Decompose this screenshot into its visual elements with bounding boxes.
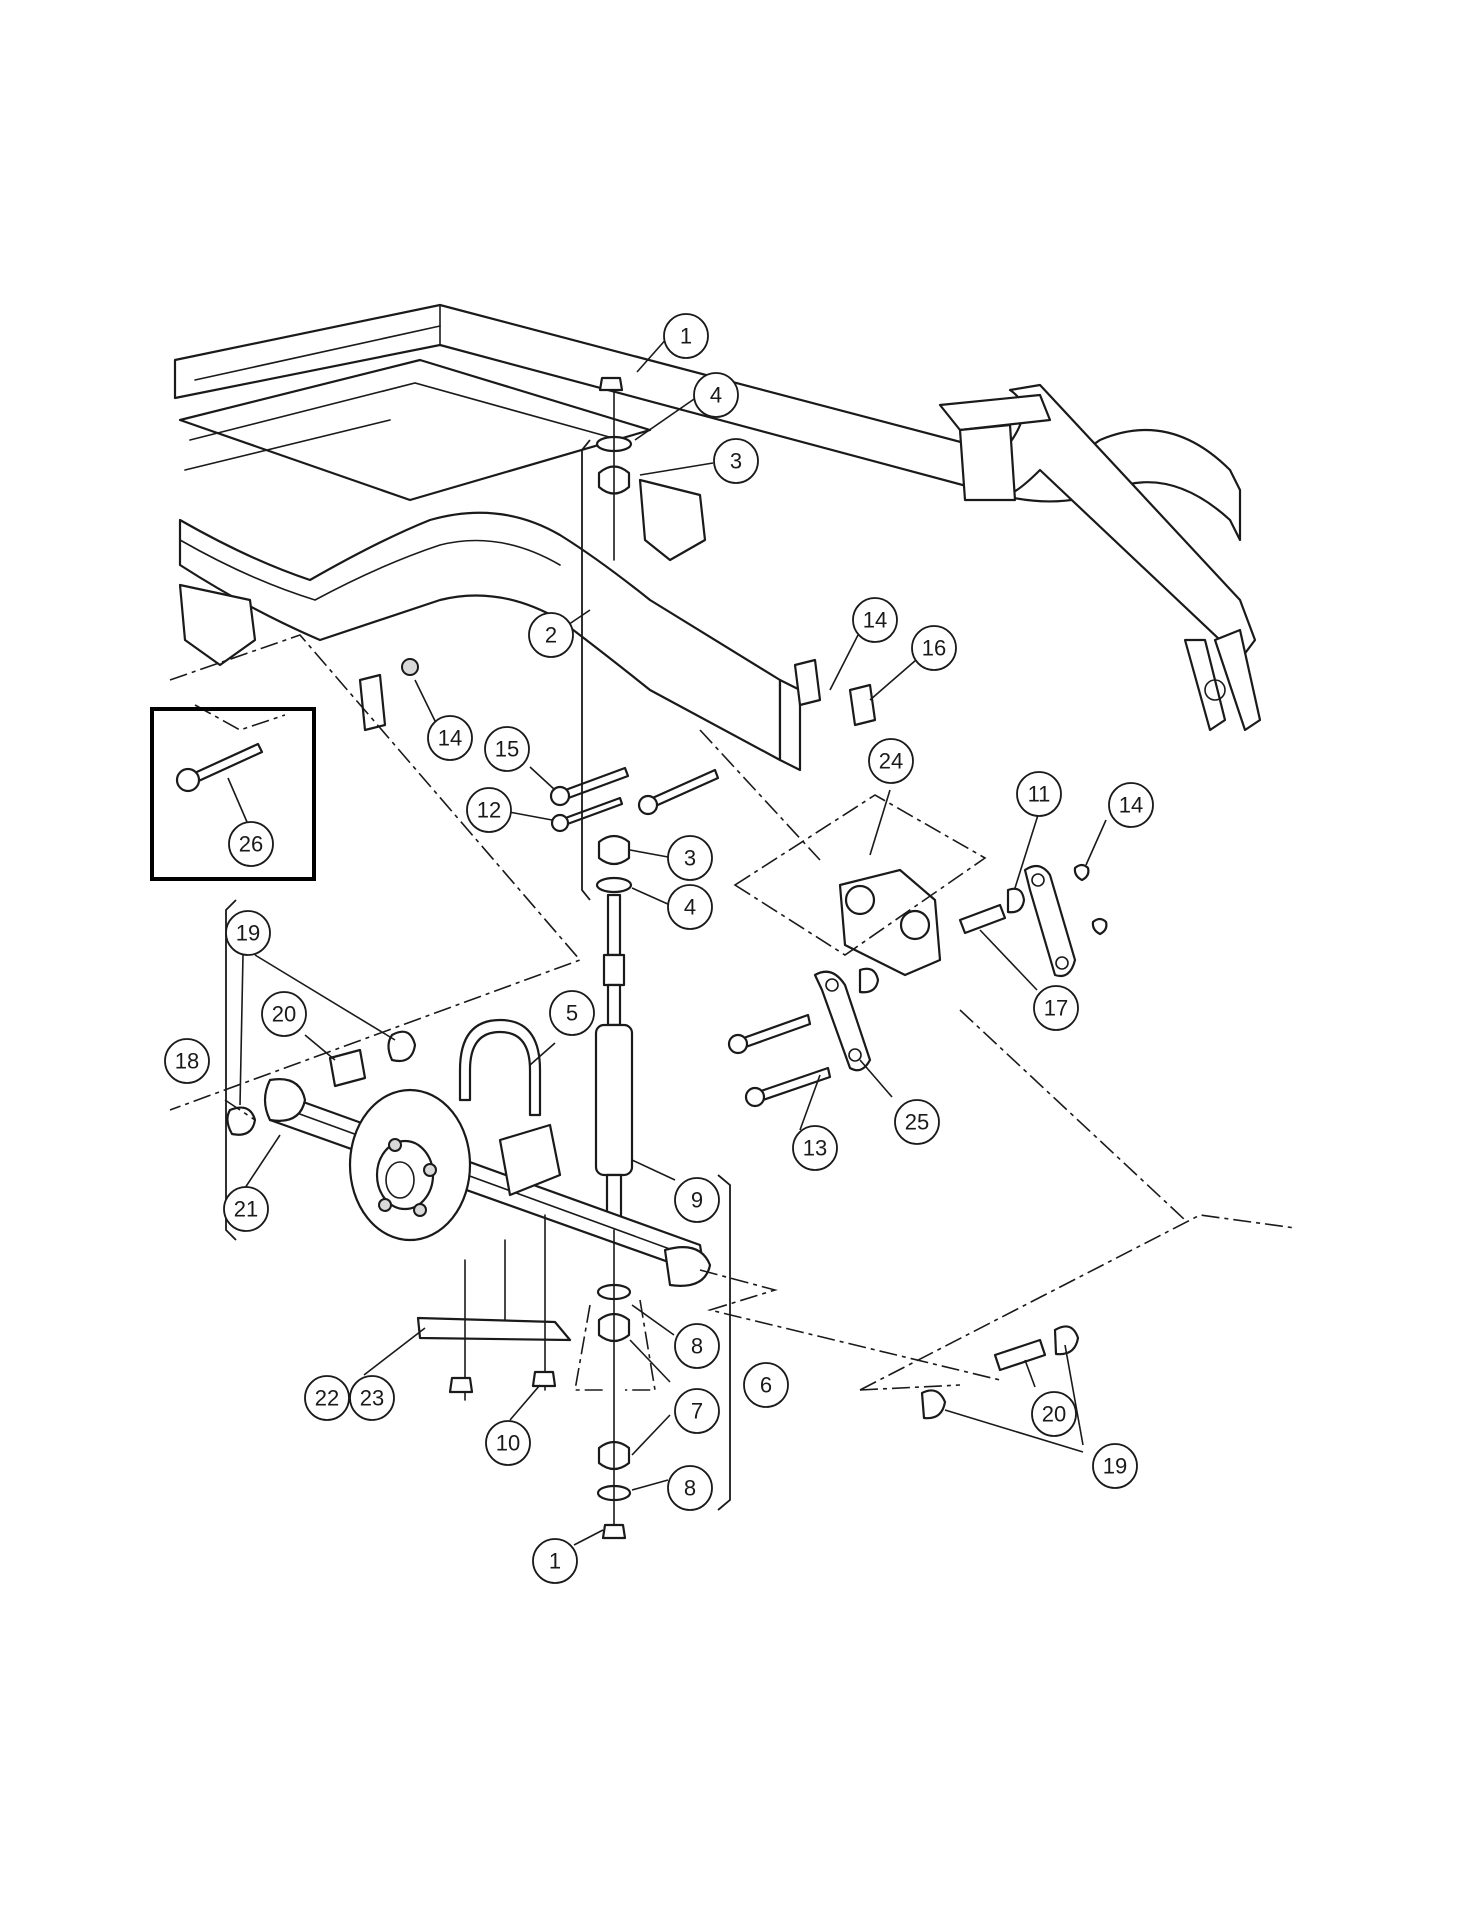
svg-text:7: 7 <box>691 1399 703 1424</box>
callout-9: 9 <box>674 1177 720 1223</box>
svg-text:18: 18 <box>175 1049 199 1074</box>
svg-text:11: 11 <box>1028 782 1051 807</box>
svg-text:16: 16 <box>922 636 946 661</box>
bracket-18 <box>225 899 237 1241</box>
svg-text:13: 13 <box>803 1136 827 1161</box>
svg-text:24: 24 <box>879 749 903 774</box>
svg-text:14: 14 <box>1119 793 1143 818</box>
callout-12: 12 <box>466 787 512 833</box>
svg-text:9: 9 <box>691 1188 703 1213</box>
svg-text:23: 23 <box>360 1386 384 1411</box>
callout-20-left: 20 <box>261 991 307 1037</box>
svg-text:22: 22 <box>315 1386 339 1411</box>
callout-1-bottom: 1 <box>532 1538 578 1584</box>
callout-20-right: 20 <box>1031 1391 1077 1437</box>
lower-shock-mount-parts <box>596 1229 632 1540</box>
callout-3-top: 3 <box>713 438 759 484</box>
svg-text:19: 19 <box>236 921 260 946</box>
vehicle-frame <box>173 303 1262 772</box>
callout-4-top: 4 <box>693 372 739 418</box>
callout-11: 11 <box>1016 771 1062 817</box>
leaf-spring-and-axle <box>226 1018 712 1287</box>
svg-text:15: 15 <box>495 737 519 762</box>
callout-22: 22 <box>304 1375 350 1421</box>
callout-14-upper: 14 <box>852 597 898 643</box>
callout-6: 6 <box>743 1362 789 1408</box>
assembly-dash-lines <box>169 634 1296 1391</box>
upper-shock-mount-parts <box>595 376 633 561</box>
shackle-assembly <box>727 863 1108 1108</box>
top-nut-1a <box>598 376 624 392</box>
inset-box-bolt-26 <box>150 707 316 881</box>
svg-text:21: 21 <box>234 1197 258 1222</box>
svg-text:25: 25 <box>905 1110 929 1135</box>
bracket-2 <box>581 439 591 901</box>
svg-text:6: 6 <box>760 1373 772 1398</box>
svg-text:3: 3 <box>684 846 696 871</box>
callout-8-upper: 8 <box>674 1323 720 1369</box>
callout-3-lower: 3 <box>667 835 713 881</box>
group-brackets <box>225 439 731 1511</box>
callout-17: 17 <box>1033 985 1079 1031</box>
callout-bubbles: 1 4 3 2 14 16 14 15 12 3 4 24 11 14 17 2… <box>164 313 1154 1584</box>
callout-13: 13 <box>792 1125 838 1171</box>
svg-text:4: 4 <box>684 895 696 920</box>
svg-text:8: 8 <box>691 1334 703 1359</box>
svg-text:20: 20 <box>272 1002 296 1027</box>
svg-text:5: 5 <box>566 1001 578 1026</box>
callout-24: 24 <box>868 738 914 784</box>
callout-19-right: 19 <box>1092 1443 1138 1489</box>
svg-text:17: 17 <box>1044 996 1068 1021</box>
svg-text:1: 1 <box>680 324 692 349</box>
leader-lines <box>227 336 1107 1546</box>
spring-plate-and-nuts <box>416 1214 572 1401</box>
shock-absorber-assembly <box>594 834 634 1227</box>
svg-text:14: 14 <box>438 726 462 751</box>
svg-text:4: 4 <box>710 383 722 408</box>
bracket-6 <box>717 1174 731 1511</box>
rear-bushings <box>920 1325 1080 1420</box>
callout-10: 10 <box>485 1420 531 1466</box>
callout-4-lower: 4 <box>667 884 713 930</box>
callout-2: 2 <box>528 612 574 658</box>
callout-19-left: 19 <box>225 910 271 956</box>
mounting-bolts <box>549 766 720 833</box>
callout-15: 15 <box>484 726 530 772</box>
svg-text:12: 12 <box>477 798 501 823</box>
svg-text:1: 1 <box>549 1549 561 1574</box>
callout-8-lower: 8 <box>667 1465 713 1511</box>
callout-7: 7 <box>674 1388 720 1434</box>
svg-text:14: 14 <box>863 608 887 633</box>
callout-5: 5 <box>549 990 595 1036</box>
callout-1-top: 1 <box>663 313 709 359</box>
svg-text:10: 10 <box>496 1431 520 1456</box>
callout-25: 25 <box>894 1099 940 1145</box>
svg-text:20: 20 <box>1042 1402 1066 1427</box>
svg-text:19: 19 <box>1103 1454 1127 1479</box>
svg-text:3: 3 <box>730 449 742 474</box>
callout-14-right: 14 <box>1108 782 1154 828</box>
callout-18: 18 <box>164 1038 210 1084</box>
svg-text:2: 2 <box>545 623 557 648</box>
callout-14-left: 14 <box>427 715 473 761</box>
svg-text:8: 8 <box>684 1476 696 1501</box>
callout-16: 16 <box>911 625 957 671</box>
callout-21: 21 <box>223 1186 269 1232</box>
callout-26: 26 <box>228 821 274 867</box>
callout-23: 23 <box>349 1375 395 1421</box>
svg-text:26: 26 <box>239 832 263 857</box>
